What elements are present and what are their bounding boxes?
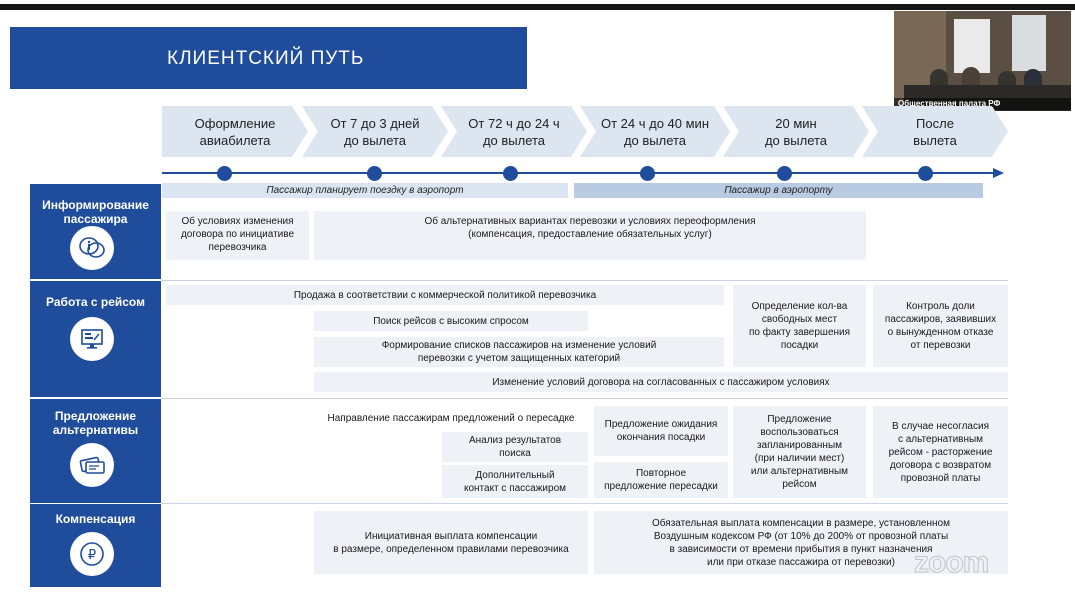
row-separator [161,503,1008,504]
cell-passenger-lists: Формирование списков пассажиров на измен… [314,337,724,367]
monitor-schedule-icon [70,317,114,361]
cell-repeat-transfer-offer: Повторное предложение пересадки [594,462,728,498]
phase-planning: Пассажир планирует поездку в аэропорт [162,183,568,198]
cell-refusal-share-control: Контроль доли пассажиров, заявивших о вы… [873,285,1008,367]
row-header-compensation: Компенсация ₽ [30,504,161,587]
svg-text:₽: ₽ [88,548,96,563]
row-header-informing: Информирование пассажира [30,184,161,279]
stage-chevron-7-3-days: От 7 до 3 дней до вылета [302,106,448,157]
stage-chevron-24h-40min: От 24 ч до 40 мин до вылета [580,106,730,157]
cell-free-seats: Определение кол-ва свободных мест по фак… [733,285,866,367]
row-label-alternatives: Предложение альтернативы [30,409,161,437]
cell-contract-terms-change: Изменение условий договора на согласован… [314,372,1008,392]
row-separator [161,398,1008,399]
slide-title: КЛИЕНТСКИЙ ПУТЬ [167,48,364,70]
video-window [954,19,990,73]
cell-additional-contact: Дополнительный контакт с пассажиром [442,465,588,498]
info-chat-icon [70,226,114,270]
timeline-line [162,172,995,174]
cell-informing-alternatives: Об альтернативных вариантах перевозки и … [314,211,866,260]
cell-voluntary-compensation: Инициативная выплата компенсации в разме… [314,511,588,574]
timeline-dot [217,166,232,181]
row-label-compensation: Компенсация [30,512,161,526]
stage-chevron-booking: Оформление авиабилета [162,106,308,157]
video-window [1012,15,1046,71]
row-label-flight-work: Работа с рейсом [30,295,161,309]
timeline-dot [503,166,518,181]
timeline-dot [777,166,792,181]
cell-sales-policy: Продажа в соответствии с коммерческой по… [166,285,724,305]
cell-contract-termination: В случае несогласия с альтернативным рей… [873,406,1008,498]
video-thumbnail[interactable]: Общественная палата РФ [894,11,1071,111]
stage-chevron-72-24-hours: От 72 ч до 24 ч до вылета [441,106,587,157]
ruble-icon: ₽ [70,532,114,576]
row-label-informing: Информирование пассажира [30,198,161,226]
cell-planned-or-alternative-flight: Предложение воспользоваться запланирован… [733,406,866,498]
cell-search-analysis: Анализ результатов поиска [442,432,588,462]
row-header-flight-work: Работа с рейсом [30,281,161,397]
row-separator [161,280,1008,281]
timeline-dot [367,166,382,181]
timeline-arrow-icon [993,168,1004,178]
cell-transfer-offer: Направление пассажирам предложений о пер… [314,406,588,430]
title-banner: КЛИЕНТСКИЙ ПУТЬ [10,27,527,89]
stage-chevron-after-departure: После вылета [862,106,1008,157]
row-header-alternatives: Предложение альтернативы [30,399,161,503]
phase-airport: Пассажир в аэропорту [574,183,983,198]
stage-chevron-20min: 20 мин до вылета [723,106,869,157]
timeline-dot [918,166,933,181]
zoom-watermark: zoom [914,546,988,580]
tickets-icon [70,443,114,487]
cell-informing-contract-change: Об условиях изменения договора по инициа… [166,211,309,260]
timeline-dot [640,166,655,181]
cell-wait-boarding-end: Предложение ожидания окончания посадки [594,406,728,456]
top-border [0,4,1075,10]
cell-high-demand-search: Поиск рейсов с высоким спросом [314,311,588,331]
